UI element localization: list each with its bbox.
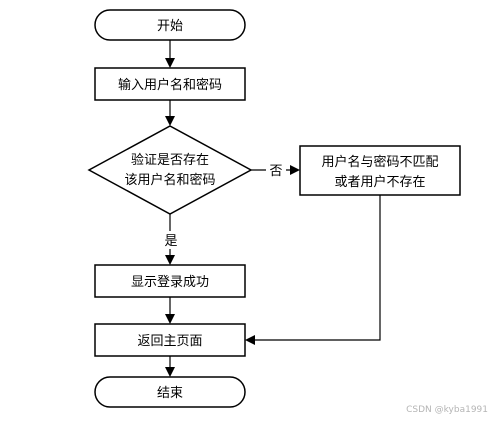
edge-success-to-return [165,297,175,324]
decision-label-line1: 验证是否存在 [131,152,209,168]
start-node: 开始 [94,9,246,41]
edge-decision-to-success: 是 [162,214,180,265]
edge-error-to-return [245,195,381,345]
error-label-line2: 或者用户不存在 [334,174,425,190]
input-node-label: 输入用户名和密码 [118,77,222,93]
no-branch-label: 否 [269,164,282,179]
decision-label-line2: 该用户名和密码 [124,172,215,188]
decision-node: 验证是否存在 该用户名和密码 [87,125,253,215]
return-home-node-label: 返回主页面 [137,334,202,349]
edge-decision-to-error: 否 [251,160,300,179]
input-node: 输入用户名和密码 [94,67,246,101]
watermark: CSDN @kyba1991 [406,405,488,415]
start-node-label: 开始 [157,19,183,34]
edge-return-to-end [165,356,175,377]
error-label-line1: 用户名与密码不匹配 [321,154,438,170]
edge-start-to-input [165,40,175,68]
success-node: 显示登录成功 [94,264,246,298]
error-node: 用户名与密码不匹配 或者用户不存在 [299,145,461,196]
success-node-label: 显示登录成功 [131,275,209,290]
yes-branch-label: 是 [164,234,177,249]
edge-input-to-decision [165,100,175,126]
return-home-node: 返回主页面 [94,323,246,357]
end-node-label: 结束 [157,386,183,401]
end-node: 结束 [94,376,246,408]
